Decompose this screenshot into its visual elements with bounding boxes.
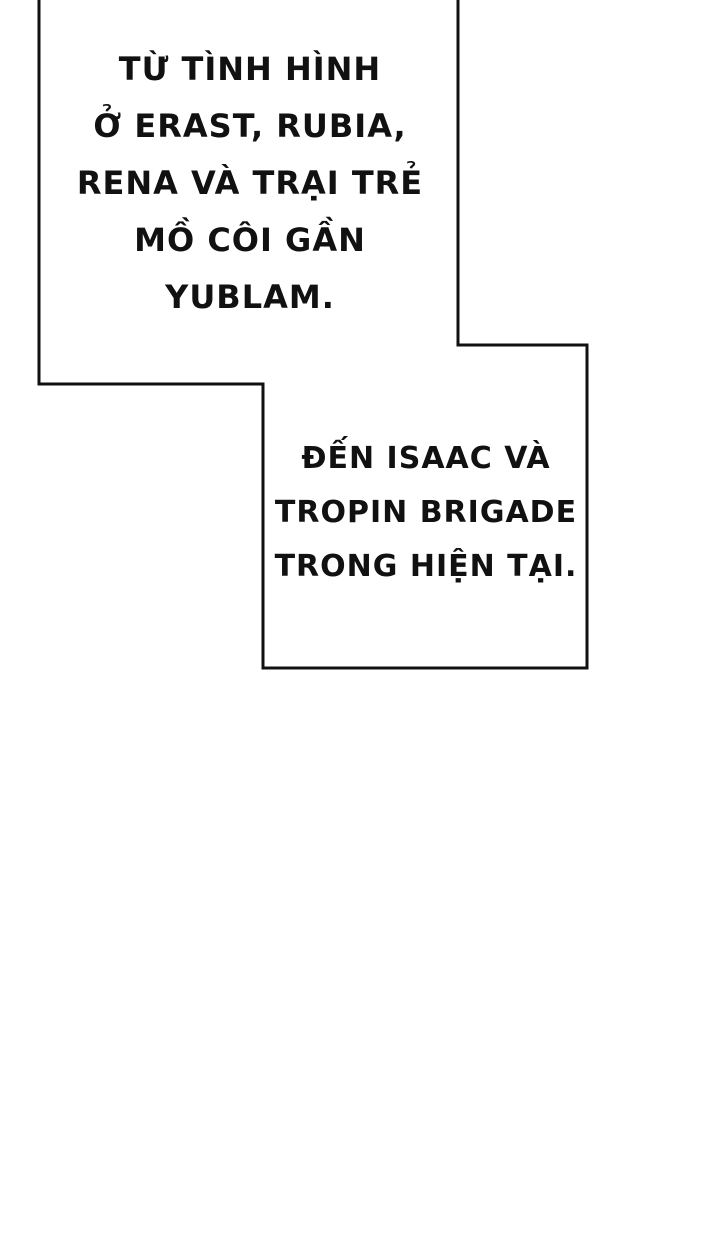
caption-line: YUBLAM. xyxy=(165,278,335,316)
caption-line: MỒ CÔI GẦN xyxy=(134,221,366,259)
narration-caption-2: ĐẾN ISAAC VÀ TROPIN BRIGADE TRONG HIỆN T… xyxy=(268,432,584,594)
caption-line: TỪ TÌNH HÌNH xyxy=(118,50,382,88)
caption-line: TROPIN BRIGADE xyxy=(274,495,578,530)
narration-caption-1: TỪ TÌNH HÌNH Ở ERAST, RUBIA, RENA VÀ TRẠ… xyxy=(60,41,440,326)
caption-line: ĐẾN ISAAC VÀ xyxy=(301,441,551,476)
caption-line: RENA VÀ TRẠI TRẺ xyxy=(76,164,424,202)
caption-line: TRONG HIỆN TẠI. xyxy=(274,549,578,584)
caption-line: Ở ERAST, RUBIA, xyxy=(93,107,407,145)
